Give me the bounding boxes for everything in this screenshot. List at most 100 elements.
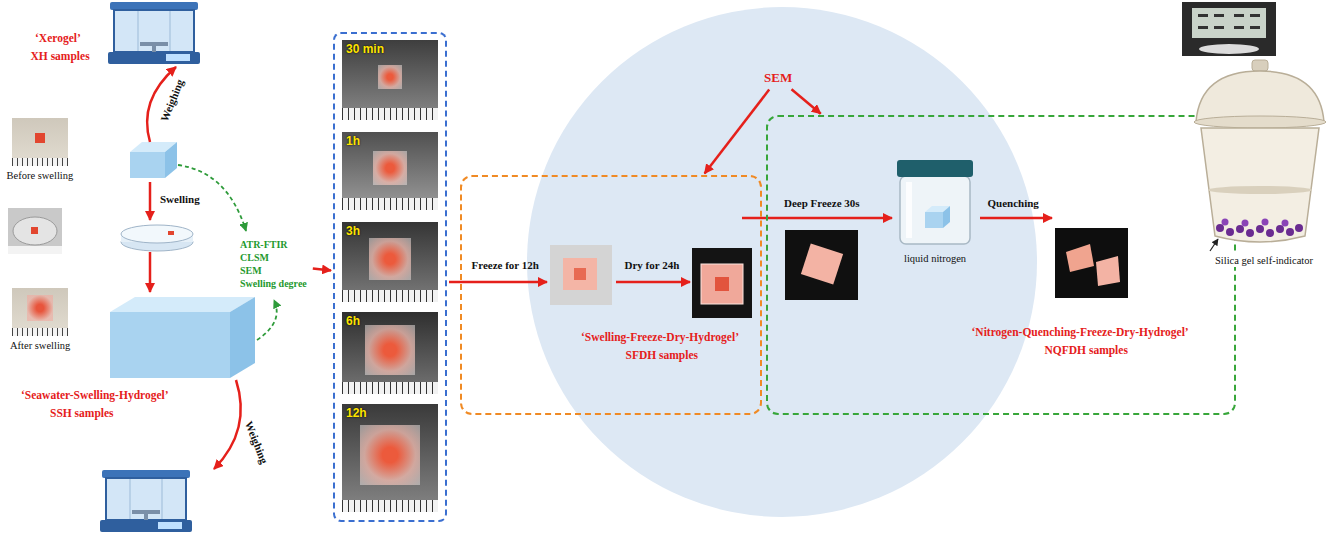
petri-photo-part [31,227,38,234]
quenched-photo-part [1055,228,1128,298]
petri-dish [121,225,193,251]
nqfdh-stage-box: ‘Nitrogen-Quenching-Freeze-Dry-Hydrogel’… [766,115,1236,415]
balance-bottom-part [130,479,131,519]
desiccator [1194,60,1326,251]
liquid-nitrogen-jar-part [906,182,912,238]
sfdh-stage-box: ‘Swelling-Freeze-Dry-Hydrogel’SFDH sampl… [460,175,762,415]
liquid-nitrogen-jar-part [900,176,970,244]
ruler [342,108,438,120]
hygrometer-photo [1182,2,1276,56]
desiccator-part [1208,186,1312,194]
sem-callout: SEM [760,68,796,88]
part-label: Silica gel self-indicator [1213,254,1315,267]
process-arrow [705,90,770,174]
liquid-nitrogen-jar-part [897,160,973,177]
step-label: Swelling [160,193,200,206]
time-label: 1h [346,134,360,148]
gel-piece [369,238,411,280]
balance-bottom-part [144,514,148,520]
sample-name: ‘Nitrogen-Quenching-Freeze-Dry-Hydrogel’ [972,325,1189,339]
sfdh-photo [692,248,752,318]
balance-bottom-part [158,522,182,529]
balance-bottom-part [162,479,163,519]
process-arrows-part [214,380,241,469]
sample-name: NQFDH samples [1045,343,1128,357]
frozen-photo-part [563,258,597,290]
desiccator-part [1194,116,1326,128]
quenched-photo [1055,228,1128,298]
step-label: Dry for 24h [625,259,680,272]
time-label: 6h [346,314,360,328]
process-arrows-part [980,217,1052,220]
gel-piece [360,425,420,485]
balance-bottom [100,470,192,532]
desiccator-part-part [1262,219,1269,226]
desiccator-part-part [1276,225,1284,233]
time-photo: 6h [342,312,438,394]
swollen-cube-part [110,297,255,312]
time-label: 30 min [346,42,384,56]
time-series-box: 30 min 1h 3h 6h 12h [333,32,447,522]
hygrometer-photo-part [1199,44,1259,54]
process-arrow [313,268,331,270]
desiccator-part-part [1242,220,1249,227]
analysis-list: ATR-FTIRCLSMSEMSwelling degree [236,236,311,292]
balance-top [108,2,200,64]
sample-label: ‘Xerogel’ [35,31,81,45]
hygrometer-photo-part [1250,14,1260,17]
deep-freeze-photo [785,230,858,300]
desiccator-part-part [1222,219,1229,226]
process-arrows-part [149,252,152,292]
petri-photo [8,208,62,254]
process-arrows-part [449,281,547,284]
balance-bottom-part [132,510,160,514]
balance-top-part [108,52,200,64]
hygrometer-photo-part [1182,2,1276,56]
liquid-nitrogen-jar-part [925,212,943,228]
sfdh-photo-part [715,277,729,291]
balance-top-part [170,11,171,51]
sem-region [527,7,1037,517]
photo-card: After swelling [4,286,76,356]
hygrometer-photo-part [1198,26,1208,29]
photo-caption: Before swelling [7,169,74,182]
hygrometer-photo-part [1234,14,1244,17]
sample-name: SFDH samples [626,348,699,362]
balance-top-part [138,11,139,51]
hygrometer-photo-part [1198,14,1208,17]
desiccator-part [1201,128,1319,242]
time-label: 12h [346,406,367,420]
gel-piece [35,133,45,143]
analysis-item: SEM [240,264,307,277]
desiccator-part-part [1282,220,1289,227]
liquid-nitrogen-jar-part [943,206,950,228]
desiccator-part [1252,60,1268,71]
desiccator-part-part [1216,224,1224,232]
petri-photo-part [8,208,62,254]
ruler [342,382,438,394]
frozen-photo [550,245,612,305]
photo-card: Before swelling [4,116,76,186]
ruler [12,328,68,336]
sample-label: SSH samples [50,406,114,420]
step-label: Deep Freeze 30s [784,197,860,210]
sample-label: ‘Seawater-Swelling-Hydrogel’ [21,388,169,402]
time-label: 3h [346,224,360,238]
gel-piece [365,325,415,375]
balance-top-part [166,54,190,61]
balance-top-part [140,42,168,46]
desiccator-part-part [1295,224,1303,232]
analysis-item: Swelling degree [240,277,307,290]
hygrometer-photo-part [1250,26,1260,29]
quenched-photo-part [1066,244,1094,272]
swollen-cube-part [110,312,230,378]
step-label: Weighing [157,77,186,123]
sample-photo [12,118,68,166]
part-label: liquid nitrogen [904,252,966,265]
hygrometer-photo-part [1192,8,1266,38]
hygrometer-photo-part [1214,14,1224,17]
swollen-cube-part [230,297,255,378]
time-photo: 30 min [342,40,438,120]
process-arrows [147,67,1052,469]
